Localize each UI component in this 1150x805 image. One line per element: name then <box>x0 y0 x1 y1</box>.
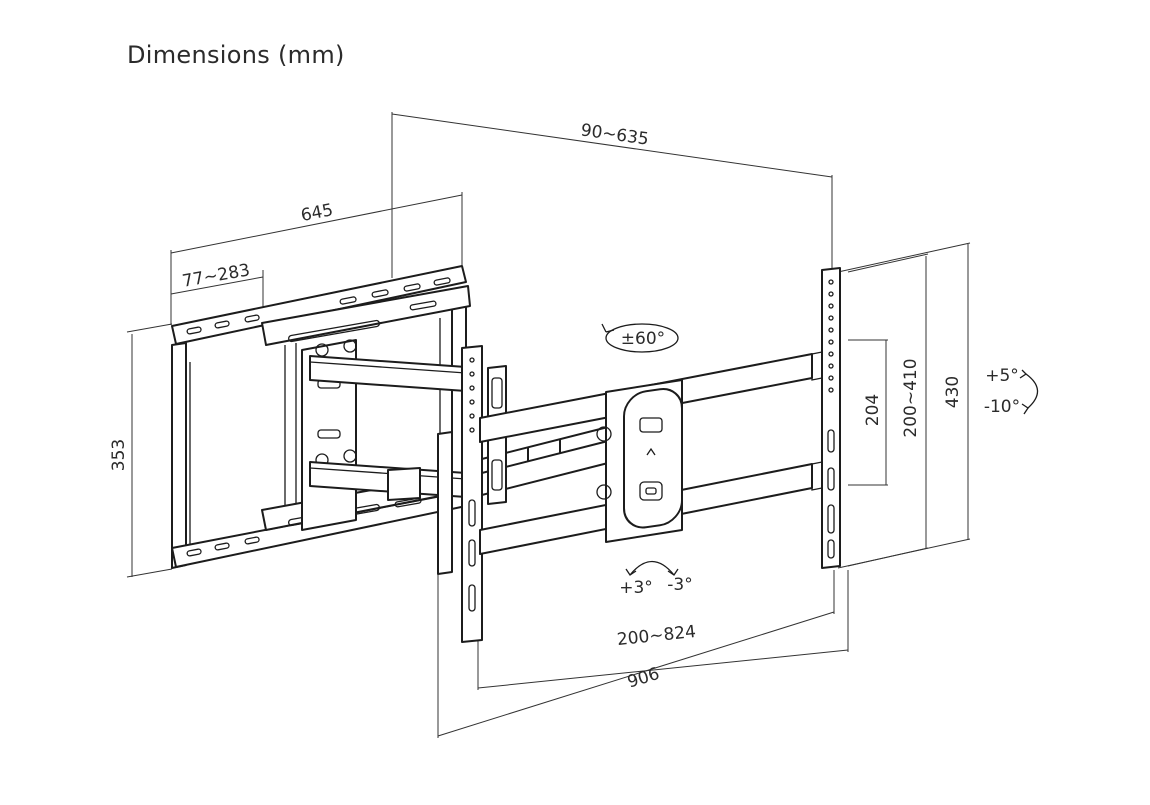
label-level-plus: +3° <box>619 578 653 598</box>
hinge-bracket <box>437 345 507 643</box>
tilt-symbol <box>1019 369 1039 415</box>
label-90-635: 90~635 <box>579 120 649 149</box>
label-tilt-down: -10° <box>984 397 1020 417</box>
label-353: 353 <box>109 439 129 471</box>
label-645: 645 <box>299 200 335 226</box>
label-tilt-up: +5° <box>985 366 1019 386</box>
level-symbol <box>625 560 679 576</box>
wall-plate <box>171 265 471 569</box>
label-200-824: 200~824 <box>616 622 697 650</box>
label-swivel: ±60° <box>621 329 665 349</box>
label-430: 430 <box>943 376 963 408</box>
label-level-minus: -3° <box>667 575 692 595</box>
center-carriage <box>596 379 683 543</box>
label-77-283: 77~283 <box>181 260 252 292</box>
right-tv-bracket <box>811 267 841 569</box>
dimension-lines <box>126 112 971 738</box>
page-title: Dimensions (mm) <box>127 41 345 69</box>
label-906: 906 <box>625 664 662 693</box>
swivel-symbol <box>601 323 679 353</box>
label-200-410: 200~410 <box>901 358 921 437</box>
label-204: 204 <box>863 394 883 426</box>
